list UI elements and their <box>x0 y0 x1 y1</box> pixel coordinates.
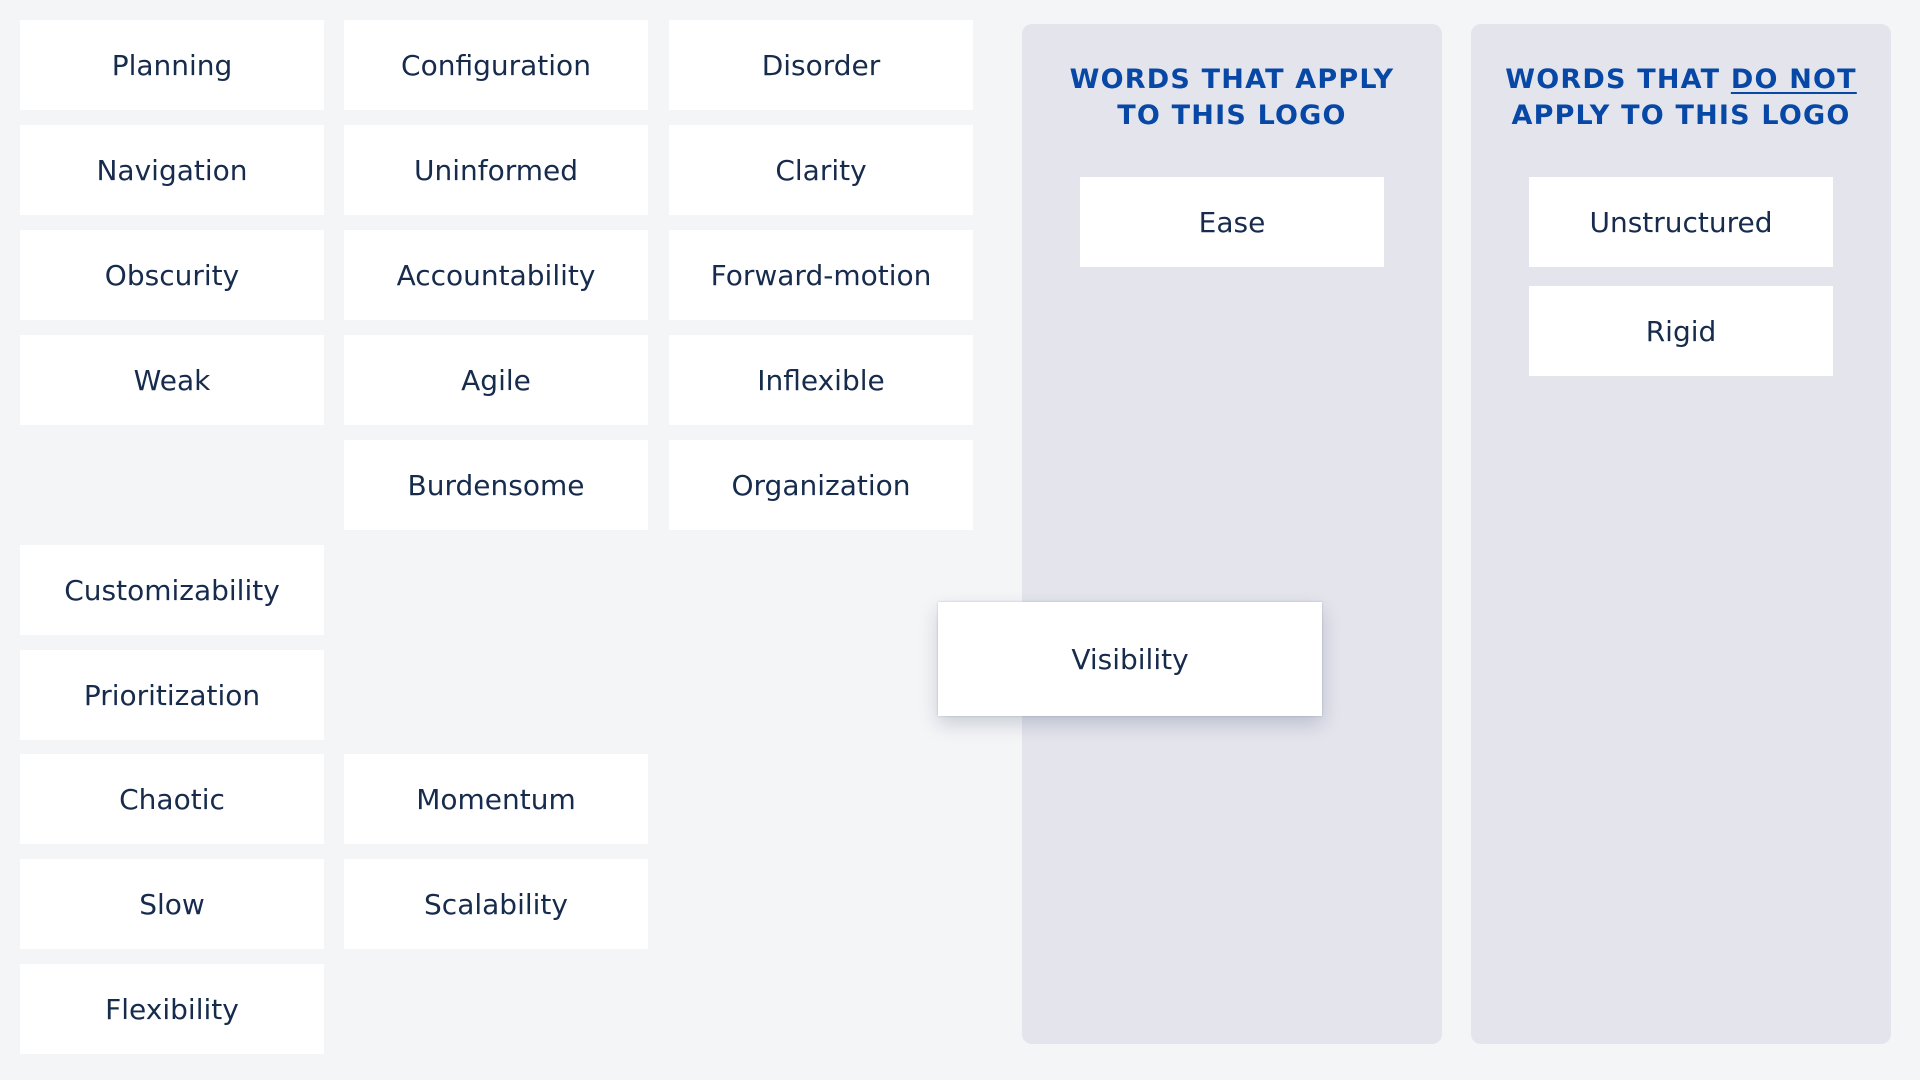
word-card-label: Forward-motion <box>710 258 932 292</box>
column-title-line: WORDS THAT DO NOT <box>1471 62 1891 98</box>
dragging-card-visibility[interactable]: Visibility <box>938 602 1322 716</box>
column-title-line: APPLY TO THIS LOGO <box>1511 100 1851 131</box>
word-card-label: Unstructured <box>1589 205 1773 239</box>
word-card-label: Chaotic <box>119 782 225 816</box>
word-card-label: Rigid <box>1645 314 1717 348</box>
word-card-slow[interactable]: Slow <box>20 859 324 949</box>
word-card-label: Organization <box>731 468 911 502</box>
word-card-label: Weak <box>133 363 211 397</box>
column-title-prefix: WORDS THAT <box>1505 64 1731 95</box>
word-card-clarity[interactable]: Clarity <box>669 125 973 215</box>
word-card-scalability[interactable]: Scalability <box>344 859 648 949</box>
word-card-weak[interactable]: Weak <box>20 335 324 425</box>
word-card-agile[interactable]: Agile <box>344 335 648 425</box>
word-card-planning[interactable]: Planning <box>20 20 324 110</box>
word-card-organization[interactable]: Organization <box>669 440 973 530</box>
word-card-label: Accountability <box>396 258 596 292</box>
word-card-disorder[interactable]: Disorder <box>669 20 973 110</box>
word-card-obscurity[interactable]: Obscurity <box>20 230 324 320</box>
word-card-label: Disorder <box>761 48 881 82</box>
word-card-label: Obscurity <box>104 258 240 292</box>
word-card-label: Ease <box>1198 205 1266 239</box>
word-card-label: Scalability <box>424 887 568 921</box>
word-card-flexibility[interactable]: Flexibility <box>20 964 324 1054</box>
word-card-uninformed[interactable]: Uninformed <box>344 125 648 215</box>
word-card-momentum[interactable]: Momentum <box>344 754 648 844</box>
column-title-applies: WORDS THAT APPLY TO THIS LOGO <box>1022 62 1442 134</box>
sorted-card-rigid[interactable]: Rigid <box>1529 286 1833 376</box>
word-card-label: Clarity <box>775 153 867 187</box>
word-card-label: Inflexible <box>757 363 885 397</box>
word-card-configuration[interactable]: Configuration <box>344 20 648 110</box>
word-card-label: Slow <box>139 887 205 921</box>
word-card-label: Visibility <box>1071 642 1189 676</box>
word-card-label: Flexibility <box>105 992 239 1026</box>
word-card-label: Navigation <box>96 153 248 187</box>
sorted-card-unstructured[interactable]: Unstructured <box>1529 177 1833 267</box>
word-card-label: Customizability <box>64 573 280 607</box>
word-card-burdensome[interactable]: Burdensome <box>344 440 648 530</box>
word-card-inflexible[interactable]: Inflexible <box>669 335 973 425</box>
column-title-line: WORDS THAT APPLY <box>1069 64 1395 95</box>
word-card-accountability[interactable]: Accountability <box>344 230 648 320</box>
word-card-label: Agile <box>461 363 531 397</box>
column-title-not-applies: WORDS THAT DO NOT APPLY TO THIS LOGO <box>1471 62 1891 134</box>
column-title-line: TO THIS LOGO <box>1117 100 1347 131</box>
column-title-emphasis: DO NOT <box>1730 64 1857 95</box>
sorted-card-ease[interactable]: Ease <box>1080 177 1384 267</box>
word-card-forward-motion[interactable]: Forward-motion <box>669 230 973 320</box>
word-card-prioritization[interactable]: Prioritization <box>20 650 324 740</box>
word-card-label: Prioritization <box>83 678 261 712</box>
word-card-chaotic[interactable]: Chaotic <box>20 754 324 844</box>
word-card-label: Uninformed <box>413 153 579 187</box>
word-card-navigation[interactable]: Navigation <box>20 125 324 215</box>
word-card-label: Configuration <box>401 48 591 82</box>
word-card-label: Momentum <box>416 782 576 816</box>
word-card-customizability[interactable]: Customizability <box>20 545 324 635</box>
word-card-label: Planning <box>111 48 233 82</box>
word-card-label: Burdensome <box>407 468 585 502</box>
